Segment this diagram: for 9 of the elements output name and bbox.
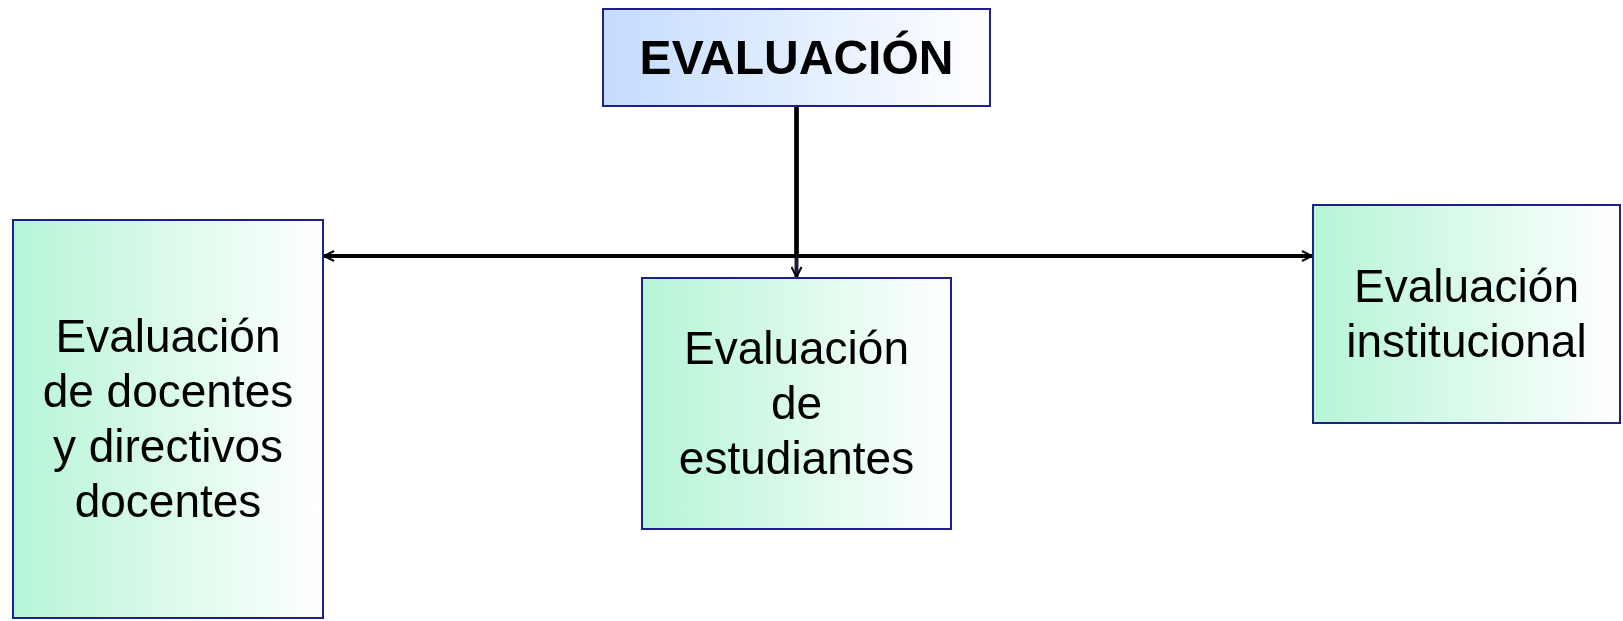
box-label: Evaluación institucional [1345, 258, 1588, 369]
category-box [641, 277, 952, 530]
arrow [794, 107, 1313, 262]
box-label: Evaluación de estudiantes [677, 320, 916, 487]
heading-text: EVALUACIÓN [639, 29, 954, 86]
box-label: Evaluación de docentes y directivos docentes [41, 308, 295, 530]
title-box [602, 8, 991, 107]
category-box [1312, 204, 1621, 424]
category-box [12, 219, 324, 619]
